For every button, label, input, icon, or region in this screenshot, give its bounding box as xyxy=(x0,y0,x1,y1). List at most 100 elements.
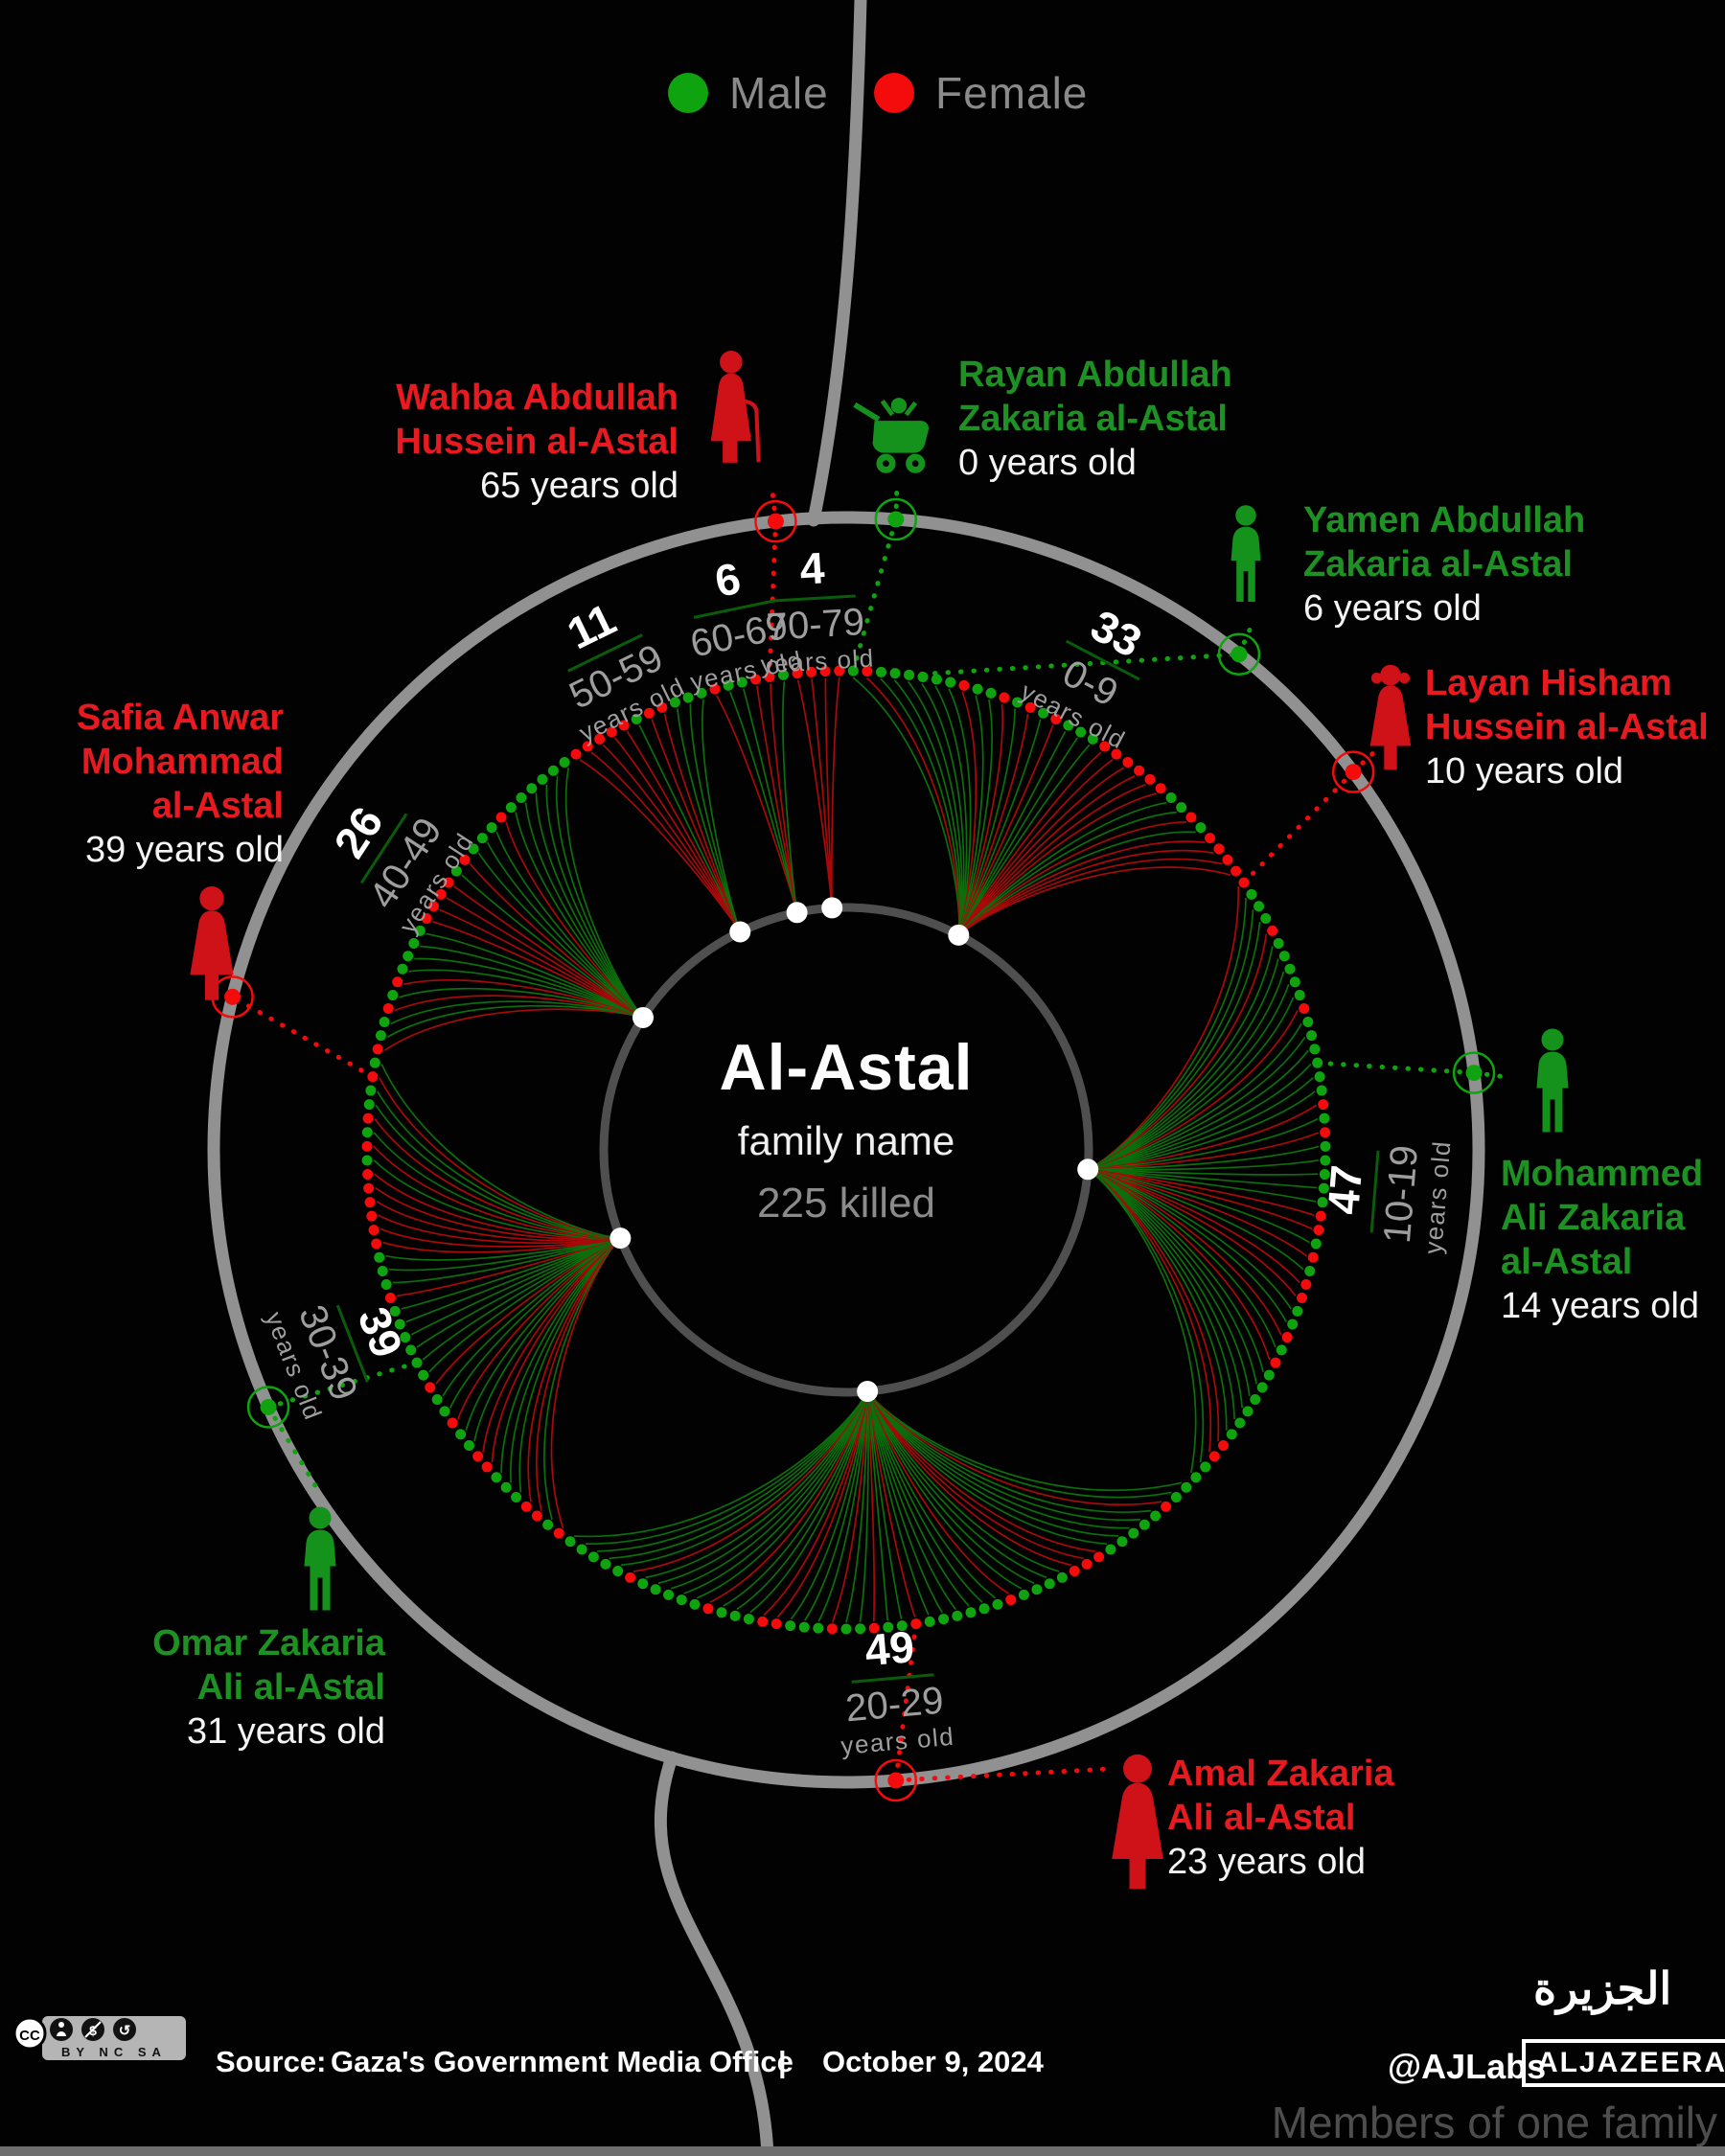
callout-dash-layer xyxy=(227,481,1509,1783)
male-person-dot xyxy=(486,822,497,834)
callout-dotted-line xyxy=(1471,1070,1509,1080)
person-name-line: Safia Anwar xyxy=(76,698,284,738)
person-name-line: Omar Zakaria xyxy=(152,1623,385,1663)
fan-line xyxy=(702,699,742,932)
male-person-dot xyxy=(1318,1182,1329,1194)
male-person-dot xyxy=(411,1357,423,1368)
female-person-dot xyxy=(1185,812,1197,823)
female-person-dot xyxy=(1299,1002,1310,1014)
svg-text:↺: ↺ xyxy=(119,2023,131,2039)
fan-line xyxy=(1087,909,1254,1171)
fan-line xyxy=(574,1390,868,1538)
anchor-rings-layer xyxy=(211,497,1496,1802)
male-person-dot xyxy=(500,1481,512,1493)
female-person-dot xyxy=(1093,1551,1105,1563)
female-person-dot xyxy=(363,1182,375,1194)
female-person-dot xyxy=(481,1461,493,1473)
female-person-dot xyxy=(1307,1251,1319,1263)
female-person-dot xyxy=(1122,756,1134,768)
male-person-dot xyxy=(1273,937,1284,949)
aljazeera-logo[interactable]: ALJAZEERA xyxy=(1522,2039,1725,2087)
male-person-dot xyxy=(542,1519,554,1530)
fan-line xyxy=(893,679,962,935)
male-person-dot xyxy=(785,1620,796,1632)
female-person-dot xyxy=(364,1197,376,1208)
source-label: Source: xyxy=(216,2045,327,2078)
male-person-dot xyxy=(992,1598,1003,1610)
female-person-dot xyxy=(834,665,845,677)
male-person-dot xyxy=(380,1279,392,1291)
female-person-dot xyxy=(459,854,471,865)
female-person-dot xyxy=(368,1225,380,1236)
callout-dotted-line xyxy=(770,488,778,524)
bottom-divider xyxy=(0,2146,1725,2156)
group-hub-dot xyxy=(1077,1158,1099,1181)
female-person-dot xyxy=(384,1293,396,1304)
callout-anchor-ring xyxy=(1217,632,1261,677)
male-person-dot xyxy=(559,756,570,768)
male-person-dot xyxy=(631,713,642,724)
male-person-dot xyxy=(389,1305,401,1317)
female-person-dot xyxy=(819,665,831,677)
male-person-dot xyxy=(369,1057,380,1068)
male-person-dot xyxy=(1038,707,1049,719)
female-person-dot xyxy=(792,668,803,679)
person-name-line: al-Astal xyxy=(1501,1242,1633,1282)
family-name-title: Al-Astal xyxy=(719,1031,974,1104)
male-person-dot xyxy=(1181,1481,1192,1493)
male-person-dot xyxy=(1276,1344,1287,1356)
male-person-dot xyxy=(394,1319,405,1330)
male-person-dot xyxy=(374,1251,385,1263)
person-age: 31 years old xyxy=(186,1711,385,1752)
male-person-dot xyxy=(847,665,859,677)
fan-line xyxy=(1087,933,1268,1171)
male-person-dot xyxy=(516,792,527,804)
male-person-dot xyxy=(883,1621,894,1633)
footer: Source: Gaza's Government Media Office |… xyxy=(0,2012,1725,2079)
fan-line xyxy=(782,681,798,913)
male-person-dot xyxy=(896,1620,908,1632)
callout-dotted-line xyxy=(265,1360,420,1410)
ajlabs-credit[interactable]: @AJLabs xyxy=(1388,2047,1547,2086)
female-person-dot xyxy=(806,666,817,677)
creative-commons-badge[interactable]: CC$↺BY NC SA xyxy=(12,2016,186,2060)
person-name-line: al-Astal xyxy=(151,786,284,826)
male-person-dot xyxy=(1320,1140,1331,1152)
female-person-dot xyxy=(1230,865,1242,877)
callout-anchor-ring xyxy=(1452,1051,1496,1094)
callout-anchor-ring xyxy=(754,499,797,543)
person-name-line: Amal Zakaria xyxy=(1167,1754,1394,1794)
male-person-dot xyxy=(537,773,548,785)
female-dot-icon xyxy=(874,73,914,113)
legend-female: Female xyxy=(874,67,1088,119)
elder-woman-cane-icon xyxy=(711,352,758,463)
male-person-dot xyxy=(743,1614,754,1625)
male-person-dot xyxy=(689,1598,701,1610)
male-person-dot xyxy=(587,1551,599,1563)
male-person-dot xyxy=(1044,1578,1055,1590)
male-person-dot xyxy=(1256,1382,1268,1393)
male-person-dot xyxy=(1075,726,1087,738)
male-person-dot xyxy=(1031,1584,1043,1595)
female-person-dot xyxy=(382,1002,394,1014)
male-person-dot xyxy=(1234,1417,1246,1429)
male-person-dot xyxy=(455,1429,467,1440)
male-person-dot xyxy=(1128,1527,1139,1539)
male-person-dot xyxy=(813,1622,824,1634)
male-person-dot xyxy=(1190,1472,1202,1483)
male-person-dot xyxy=(505,802,517,814)
female-person-dot xyxy=(910,1618,922,1630)
male-person-dot xyxy=(1226,1429,1237,1440)
callout-anchor-dot xyxy=(224,988,242,1005)
male-person-dot xyxy=(1316,1085,1327,1096)
person-age: 6 years old xyxy=(1303,588,1482,629)
callout-dotted-line xyxy=(230,994,376,1080)
female-person-dot xyxy=(362,1169,374,1181)
female-person-dot xyxy=(1281,1332,1293,1343)
female-person-dot xyxy=(1222,854,1233,865)
male-person-dot xyxy=(1309,1044,1321,1055)
